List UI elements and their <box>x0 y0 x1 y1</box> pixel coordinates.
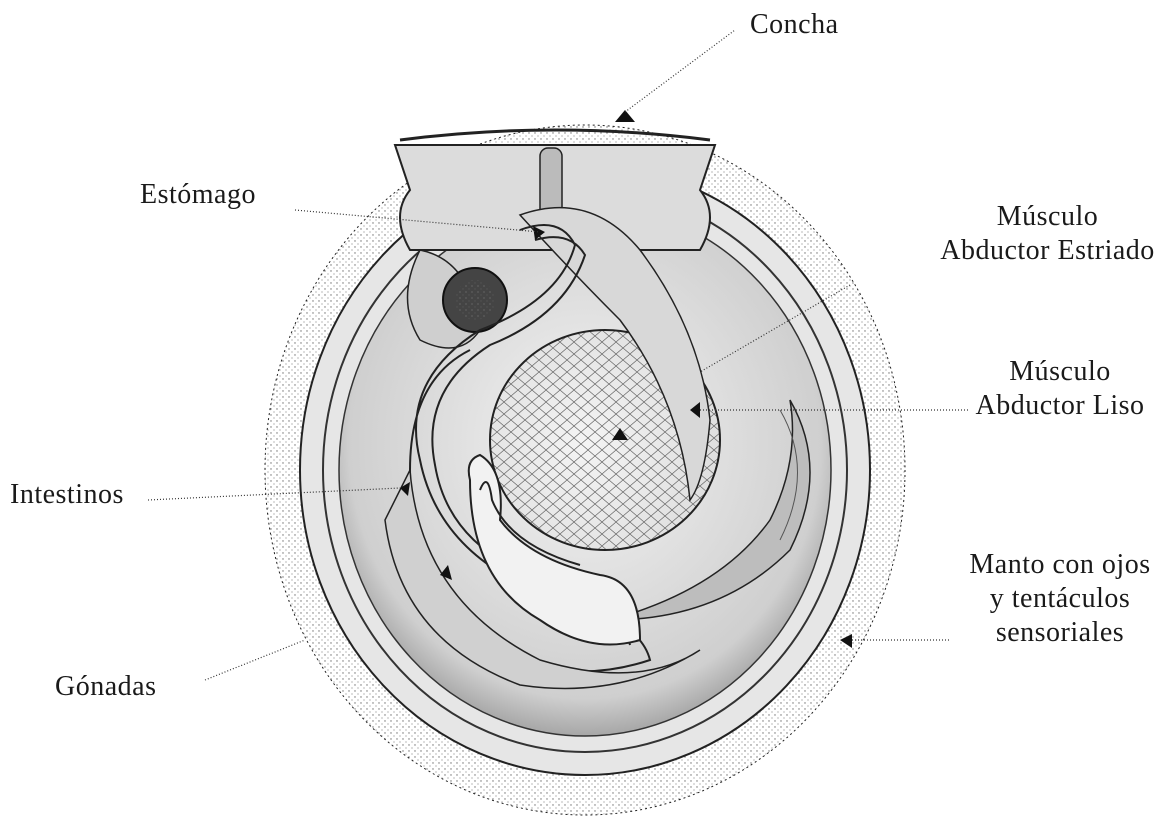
label-musculo-estriado-line2: Abductor Estriado <box>925 234 1170 268</box>
label-manto: Manto con ojos y tentáculos sensoriales <box>955 548 1165 650</box>
label-musculo-estriado-line1: Músculo <box>925 200 1170 234</box>
label-musculo-liso-line1: Músculo <box>955 355 1165 389</box>
label-manto-line1: Manto con ojos <box>955 548 1165 582</box>
label-musculo-liso-line2: Abductor Liso <box>955 389 1165 423</box>
label-concha: Concha <box>750 8 839 42</box>
label-intestinos: Intestinos <box>10 478 124 512</box>
label-manto-line2: y tentáculos <box>955 582 1165 616</box>
label-musculo-abductor-liso: Músculo Abductor Liso <box>955 355 1165 423</box>
label-musculo-abductor-estriado: Músculo Abductor Estriado <box>925 200 1170 268</box>
label-estomago: Estómago <box>140 178 256 212</box>
label-manto-line3: sensoriales <box>955 616 1165 650</box>
label-gonadas: Gónadas <box>55 670 156 704</box>
